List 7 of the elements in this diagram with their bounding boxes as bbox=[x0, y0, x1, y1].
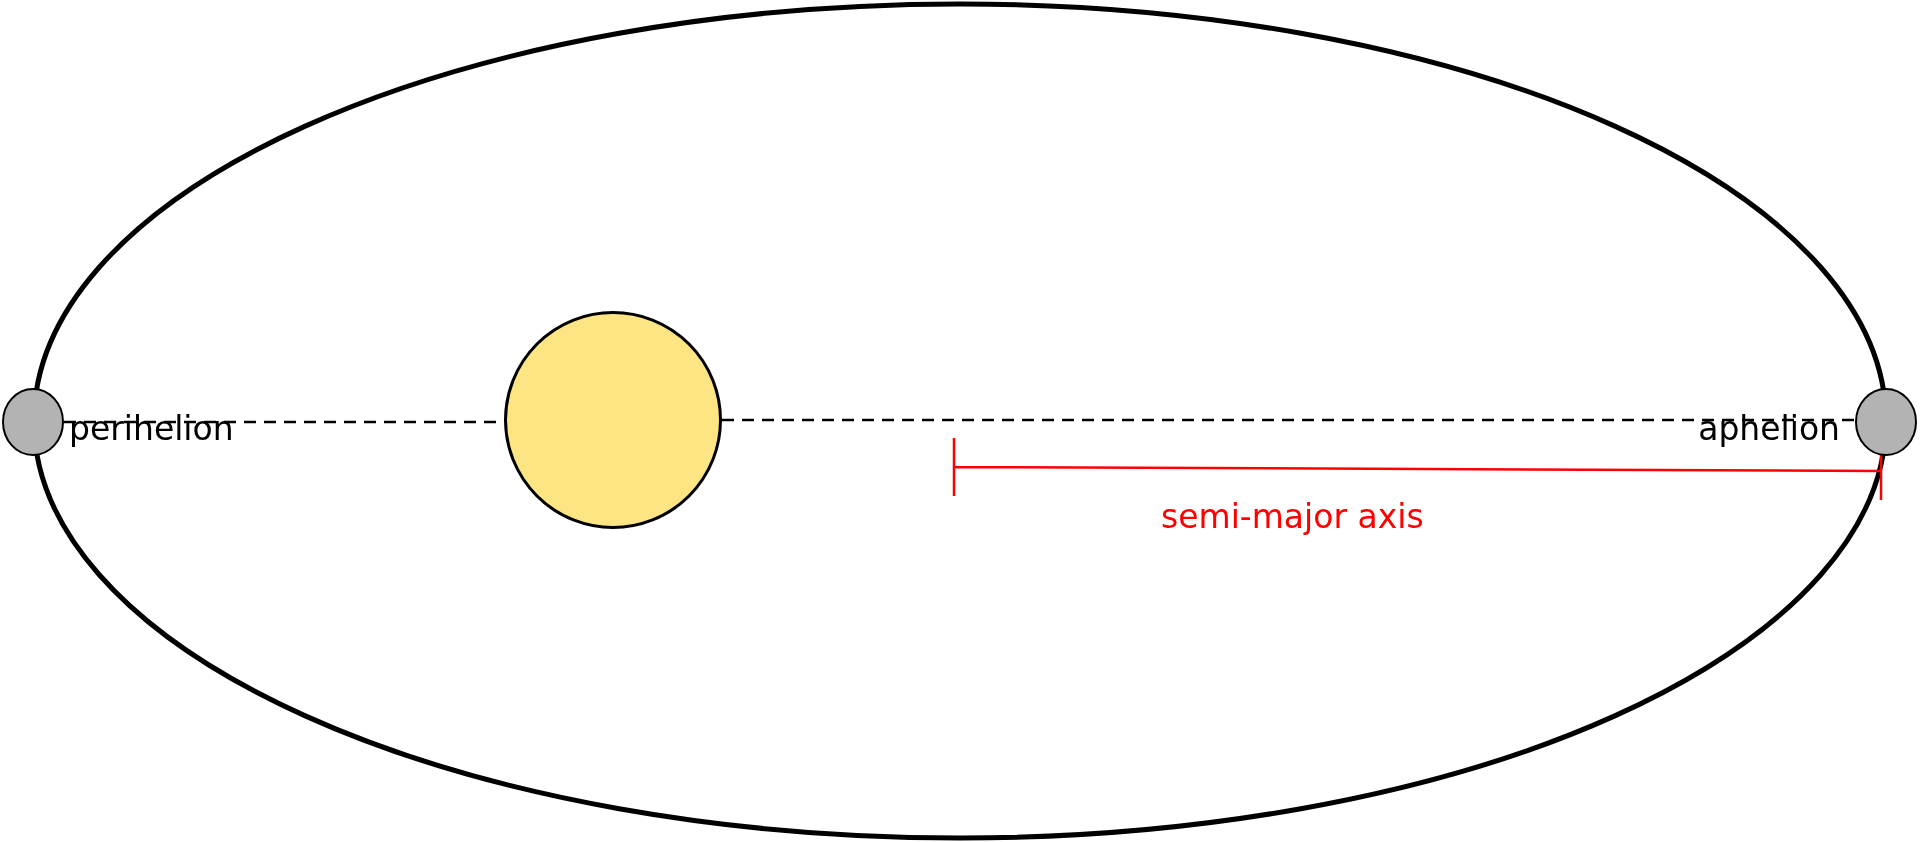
planet-circle bbox=[1855, 388, 1917, 456]
sun-circle bbox=[504, 311, 722, 529]
point-label: aphelion bbox=[1698, 412, 1840, 445]
dimension-label: semi-major axis bbox=[1161, 500, 1424, 533]
dashed-line bbox=[722, 418, 1855, 422]
planet-circle bbox=[2, 388, 64, 456]
point-label: perihelion bbox=[69, 412, 234, 445]
